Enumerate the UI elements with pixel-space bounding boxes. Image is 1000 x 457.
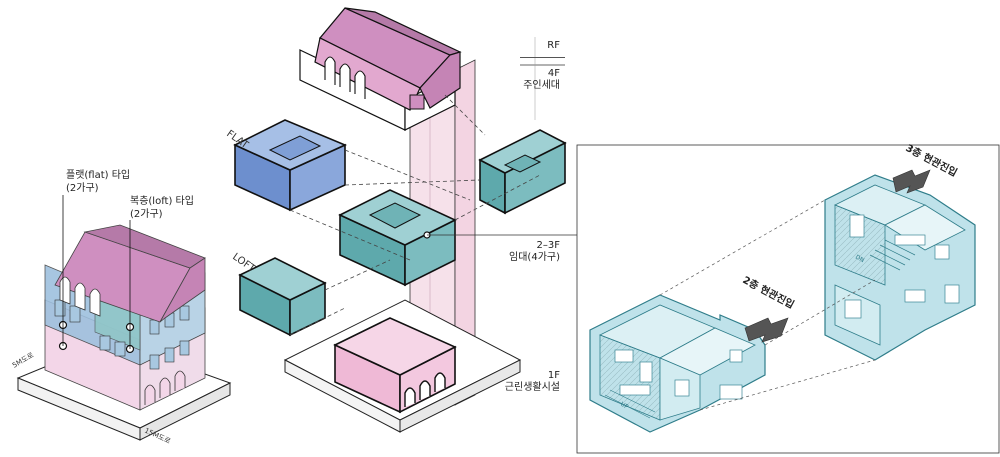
exploded-axonometric <box>233 7 580 433</box>
floor-label-2-3f: 2–3F <box>536 240 560 251</box>
flat-count-callout: (2가구) <box>66 183 99 194</box>
loft-count-callout: (2가구) <box>130 209 163 220</box>
floor-use-4f: 주인세대 <box>523 80 560 91</box>
floor-use-1f: 근린생활시설 <box>504 382 560 393</box>
loft-type-callout: 복층(loft) 타입 <box>130 196 194 207</box>
dn-label: DN <box>854 254 865 265</box>
flat-type-callout: 플랫(flat) 타입 <box>66 170 131 181</box>
floor-rule-rf <box>520 57 565 58</box>
floor-label-4f: 4F <box>547 68 560 79</box>
floor-label-rf: RF <box>547 40 560 51</box>
floor-use-2-3f: 임대(4가구) <box>509 252 560 263</box>
building-massing-model <box>16 195 232 441</box>
unit-plan-panel <box>576 144 1000 454</box>
road-label-5m: 5M도로 <box>11 351 36 370</box>
up-label: UP <box>619 401 630 411</box>
floor-label-1f: 1F <box>547 370 560 381</box>
